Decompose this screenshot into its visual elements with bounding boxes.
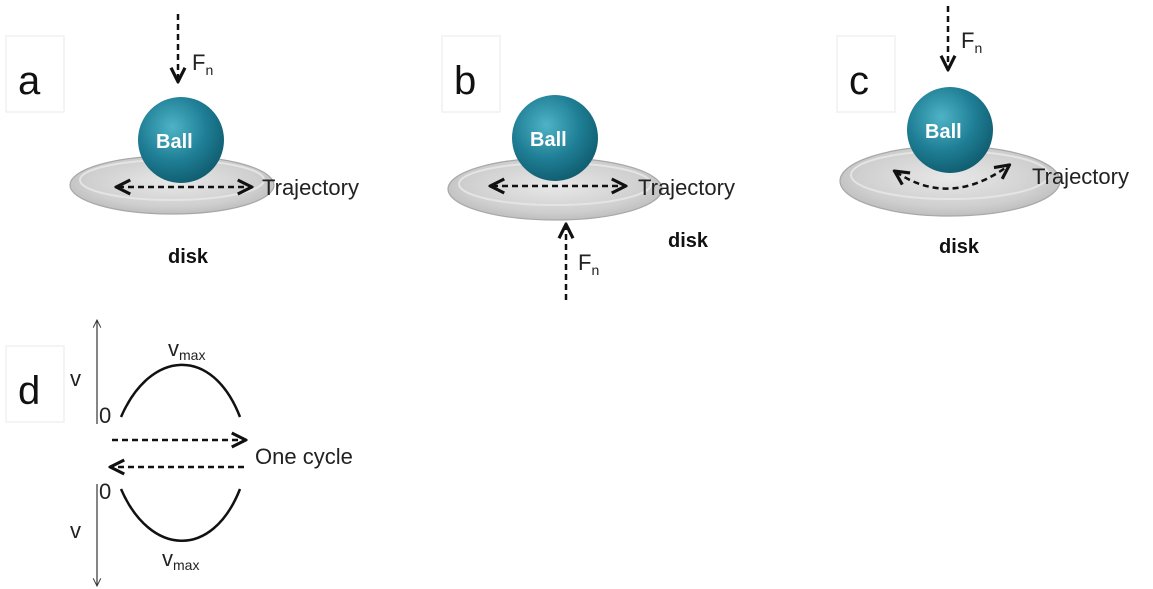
panel-d-letter: d [18,369,40,413]
panel-a-letter: a [18,59,41,103]
panel-d-top-v-label: v [70,366,81,391]
panel-d-bottom-v-label: v [70,518,81,543]
panel-c-force-label: Fn [961,28,982,56]
panel-b-force-label: Fn [578,250,599,278]
panel-b-ball [512,95,598,181]
panel-d-bottom-zero-label: 0 [99,479,111,504]
panel-c-ball [907,87,993,173]
panel-d: d v 0 vmax One cycle v 0 vmax [5,320,353,586]
panel-b-trajectory-label: Trajectory [638,175,735,200]
panel-a-trajectory-label: Trajectory [262,175,359,200]
panel-c-ball-label: Ball [925,121,962,143]
panel-d-top-zero-label: 0 [99,403,111,428]
panel-a-disk-label: disk [168,246,209,268]
panel-a-frame [5,35,65,113]
panel-a-ball-label: Ball [156,131,193,153]
panel-a-ball [138,97,224,183]
panel-d-top-velocity-curve [119,363,242,418]
panel-d-frame [5,345,65,423]
panel-c-letter: c [849,59,869,103]
panel-a-force-label: Fn [192,50,213,78]
panel-d-top-vmax-label: vmax [168,336,205,363]
panel-c-trajectory-arrow [896,166,1008,190]
panel-a: a Fn Ball Trajectory disk [5,14,359,268]
panel-b-ball-label: Ball [530,129,567,151]
panel-d-bottom-velocity-curve [119,488,242,542]
panel-d-cycle-label: One cycle [255,444,353,469]
panel-b-letter: b [454,59,476,103]
panel-b-disk-label: disk [668,230,709,252]
panel-b-frame [441,35,501,113]
panel-c-trajectory-label: Trajectory [1032,164,1129,189]
panel-c-frame [836,35,896,113]
panel-c-disk-label: disk [939,236,980,258]
panel-d-bottom-vmax-label: vmax [162,546,199,573]
panel-c: c Fn Ball Trajectory disk [836,6,1129,258]
panel-b: b Ball Trajectory disk Fn [441,35,735,300]
